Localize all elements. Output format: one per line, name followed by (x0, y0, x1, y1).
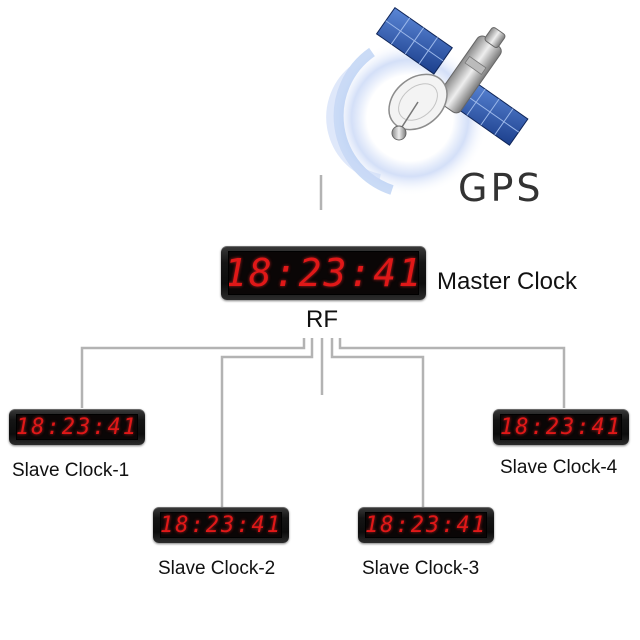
master-clock-face: 18:23:41 (228, 251, 419, 295)
slave-clock-1-display: 18:23:41 (16, 414, 138, 440)
connector-lines (80, 175, 566, 507)
slave-clock-4-label: Slave Clock-4 (500, 457, 618, 478)
solar-panel-left (375, 6, 453, 75)
slave-clock-4-display: 18:23:41 (500, 414, 622, 440)
slave-clock-1-face: 18:23:41 (16, 414, 138, 440)
satellite-body (436, 27, 506, 114)
slave-clock-2: 18:23:41 (153, 507, 289, 543)
connector-slave-2 (220, 338, 314, 507)
slave-clock-2-face: 18:23:41 (160, 512, 282, 538)
slave-clock-3: 18:23:41 (358, 507, 494, 543)
slave-clock-3-label: Slave Clock-3 (362, 558, 480, 579)
slave-clock-4-face: 18:23:41 (500, 414, 622, 440)
connector-slave-4 (338, 338, 566, 408)
slave-clock-2-display: 18:23:41 (160, 512, 282, 538)
slave-clock-3-face: 18:23:41 (365, 512, 487, 538)
gps-satellite-icon (326, 6, 529, 196)
slave-clock-1-label: Slave Clock-1 (12, 460, 130, 481)
slave-clock-2-label: Slave Clock-2 (158, 558, 276, 579)
master-clock: 18:23:41 (221, 246, 426, 300)
satellite-dish (388, 73, 448, 141)
slave-clock-4: 18:23:41 (493, 409, 629, 445)
connector-slave-3 (330, 338, 425, 507)
slave-clock-3-display: 18:23:41 (365, 512, 487, 538)
slave-clock-1: 18:23:41 (9, 409, 145, 445)
rf-label: RF (306, 306, 338, 333)
master-clock-label: Master Clock (437, 268, 578, 295)
gps-label: GPS (458, 166, 544, 210)
master-clock-display: 18:23:41 (228, 251, 419, 295)
connector-slave-1 (80, 338, 306, 408)
